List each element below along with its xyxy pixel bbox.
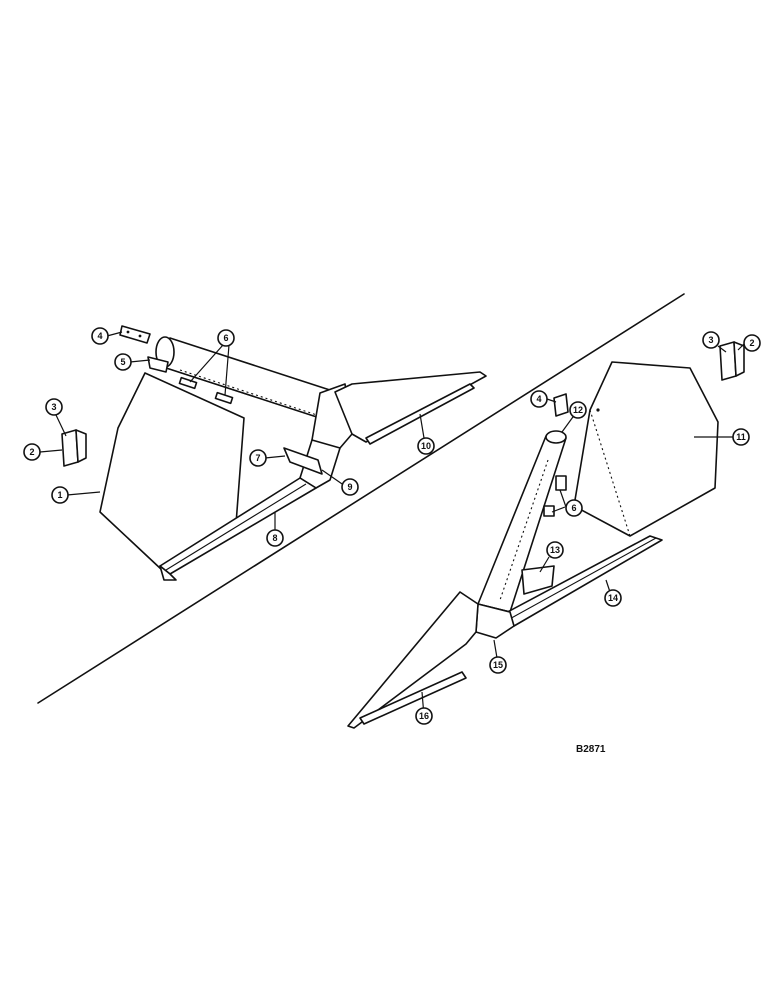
svg-text:16: 16 [419,711,429,721]
svg-text:12: 12 [573,405,583,415]
right-assembly [347,341,745,729]
callout-4-right: 4 [530,390,548,408]
right-bracket-2 [733,341,745,377]
right-bracket-a [555,475,567,491]
svg-text:15: 15 [493,660,503,670]
svg-text:2: 2 [29,447,34,457]
right-bracket-b [543,505,555,517]
svg-text:3: 3 [708,335,713,345]
svg-text:4: 4 [97,331,102,341]
right-plate-4 [553,393,569,417]
callout-13: 13 [546,541,564,559]
left-bracket-a [178,376,198,390]
callout-5: 5 [114,353,132,371]
callout-14: 14 [604,589,622,607]
svg-text:8: 8 [272,533,277,543]
svg-text:1: 1 [57,490,62,500]
svg-text:5: 5 [120,357,125,367]
svg-text:9: 9 [347,482,352,492]
right-tube-top [545,430,567,444]
callout-12: 12 [569,401,587,419]
reference-code: B2871 [576,744,606,755]
left-bracket-b [214,391,234,405]
svg-text:10: 10 [421,441,431,451]
svg-text:13: 13 [550,545,560,555]
callout-4-left: 4 [91,327,109,345]
callout-1: 1 [51,486,69,504]
divider-line [37,293,685,704]
right-gathering-point [347,591,479,729]
callout-7: 7 [249,449,267,467]
callout-8: 8 [266,529,284,547]
left-leaders [39,331,425,530]
callout-3-right: 3 [702,331,720,349]
right-point-edge [359,671,467,725]
svg-text:14: 14 [608,593,618,603]
svg-text:4: 4 [536,394,541,404]
callout-2-right: 2 [743,334,761,352]
callout-6-right: 6 [565,499,583,517]
svg-text:6: 6 [571,503,576,513]
left-brace [283,447,323,475]
svg-text:6: 6 [223,333,228,343]
svg-text:7: 7 [255,453,260,463]
left-clip-5 [147,356,169,373]
svg-text:3: 3 [51,402,56,412]
left-plate-4 [119,325,151,344]
callout-3-left: 3 [45,398,63,416]
left-bracket-2 [75,429,87,463]
callout-9: 9 [341,478,359,496]
callout-2-left: 2 [23,443,41,461]
left-shield-rim [99,372,163,571]
callout-16: 16 [415,707,433,725]
callout-11: 11 [732,428,750,446]
left-gathering-point [334,371,487,443]
left-assembly [61,325,487,581]
callout-6-left: 6 [217,329,235,347]
callout-10: 10 [417,437,435,455]
svg-text:11: 11 [736,432,746,442]
right-shield-panel [573,361,719,537]
svg-text:2: 2 [749,338,754,348]
callout-15: 15 [489,656,507,674]
